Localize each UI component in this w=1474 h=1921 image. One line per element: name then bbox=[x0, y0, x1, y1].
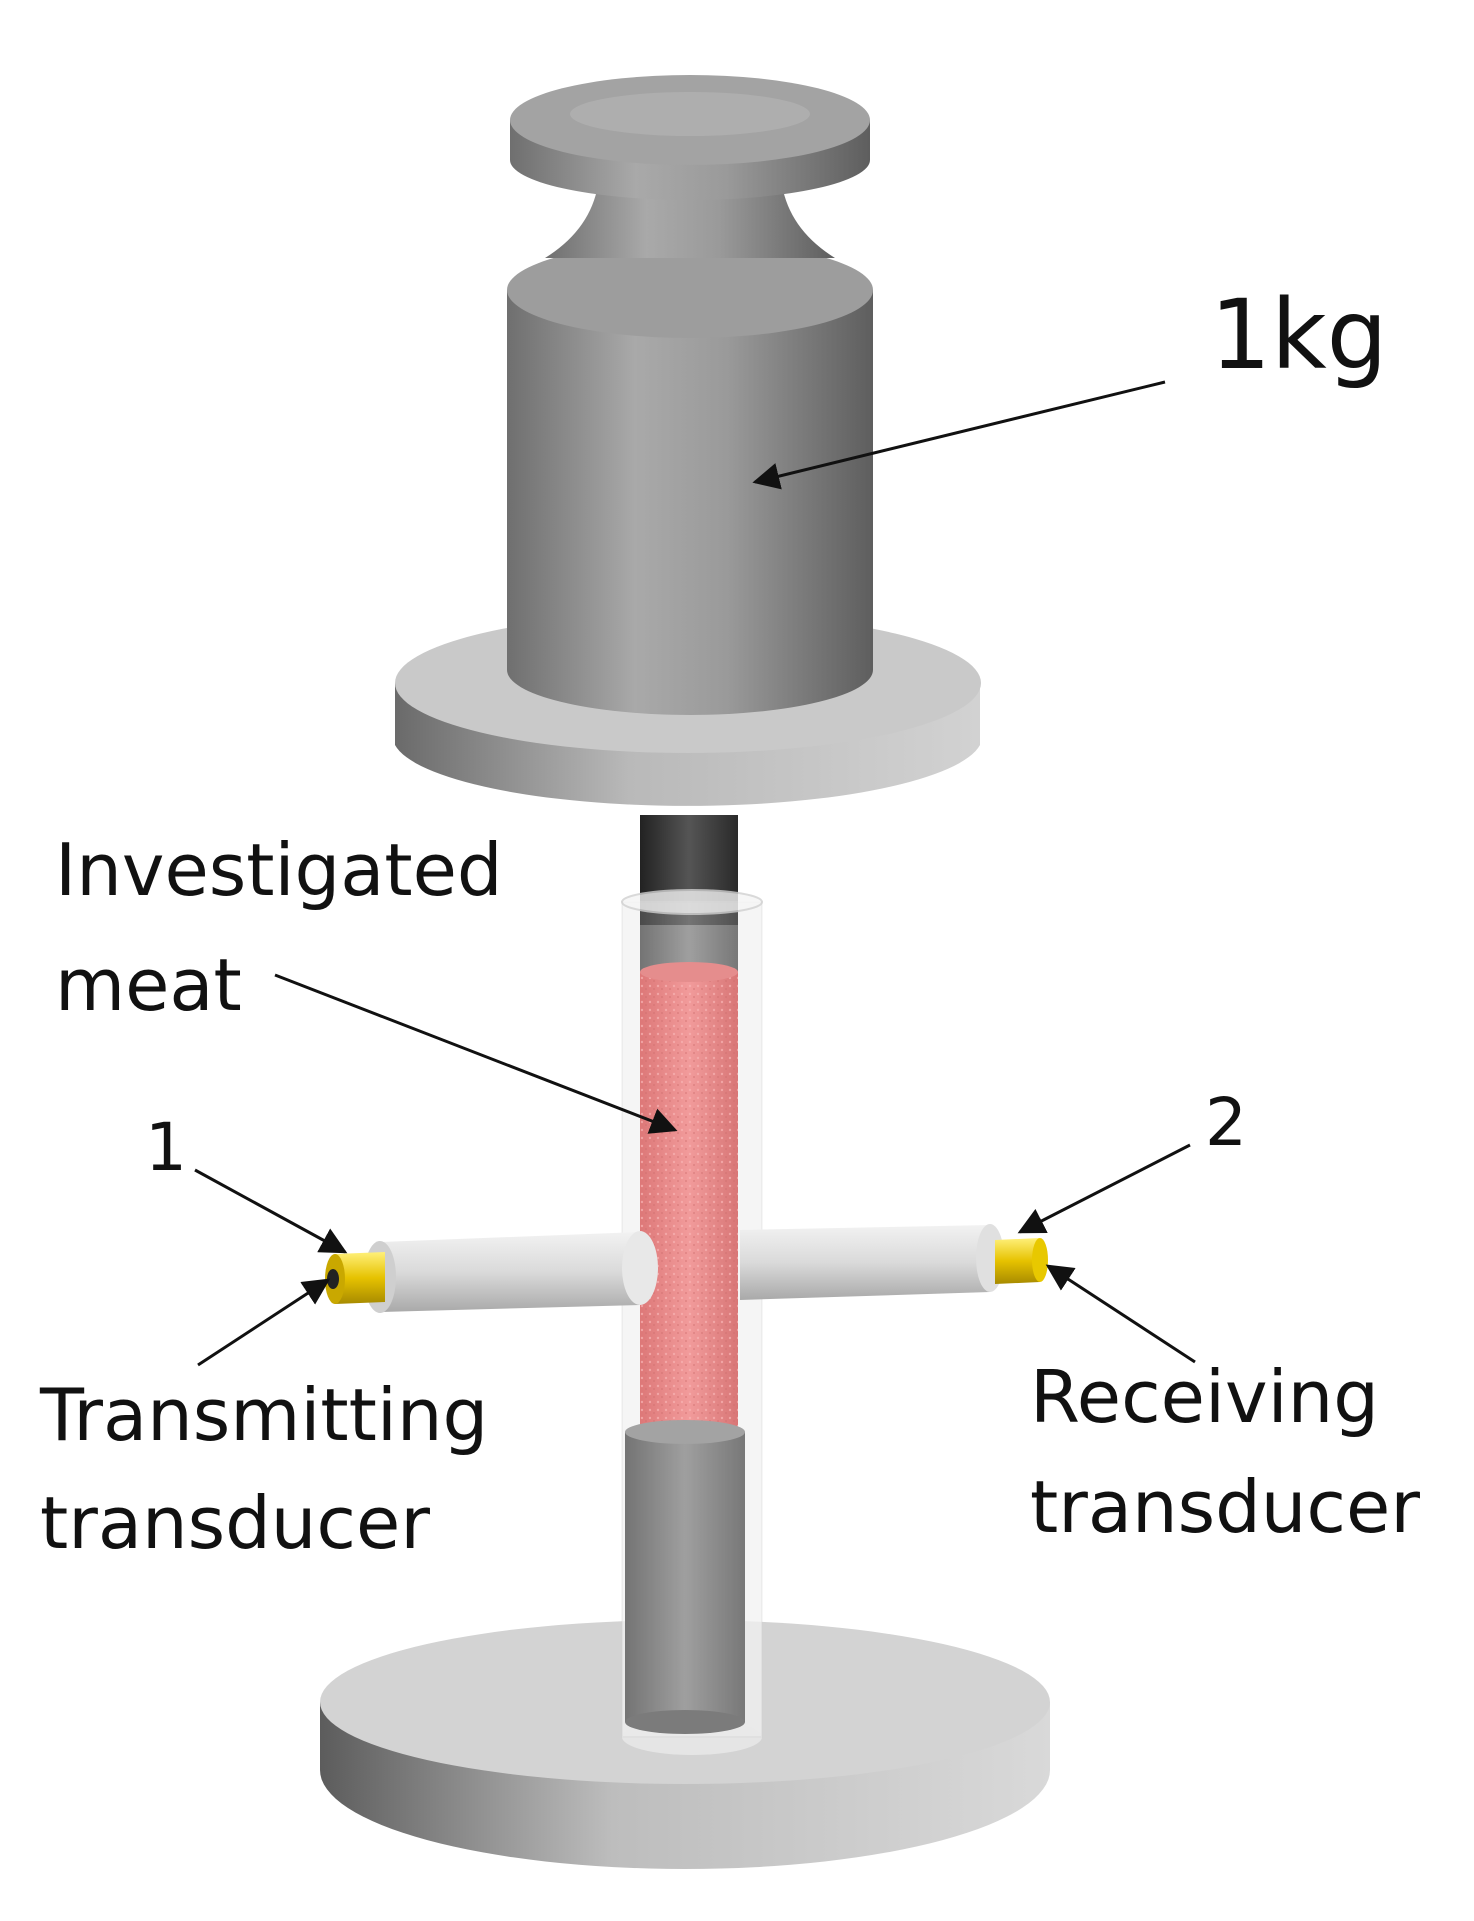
rx-arrow bbox=[1045, 1264, 1196, 1364]
receiving-label-line2: transducer bbox=[1030, 1465, 1420, 1549]
num1-arrow bbox=[194, 1168, 348, 1254]
transmitting-label-line1: Transmitting bbox=[39, 1373, 488, 1457]
transmitting-label-line2: transducer bbox=[40, 1481, 430, 1565]
weight-arrow bbox=[752, 380, 1166, 490]
receiving-transducer bbox=[995, 1238, 1048, 1284]
number-label-1: 1 bbox=[145, 1109, 187, 1186]
meat-label-line1: Investigated bbox=[55, 828, 503, 912]
meat-sample bbox=[640, 962, 738, 1432]
meat-arrow bbox=[274, 973, 678, 1134]
kg-weight bbox=[507, 75, 873, 715]
meat-label-line2: meat bbox=[55, 943, 242, 1027]
weight-label: 1kg bbox=[1210, 279, 1388, 391]
num2-arrow bbox=[1017, 1143, 1191, 1234]
transmitting-arm bbox=[364, 1231, 658, 1313]
lower-plunger bbox=[625, 1420, 745, 1734]
glass-tube-front bbox=[621, 901, 763, 1738]
transmitting-transducer bbox=[325, 1252, 385, 1304]
leader-lines bbox=[194, 380, 1196, 1367]
number-label-2: 2 bbox=[1205, 1084, 1247, 1161]
tx-arrow bbox=[197, 1278, 331, 1367]
receiving-label-line1: Receiving bbox=[1030, 1355, 1379, 1439]
receiving-arm bbox=[740, 1224, 1004, 1300]
